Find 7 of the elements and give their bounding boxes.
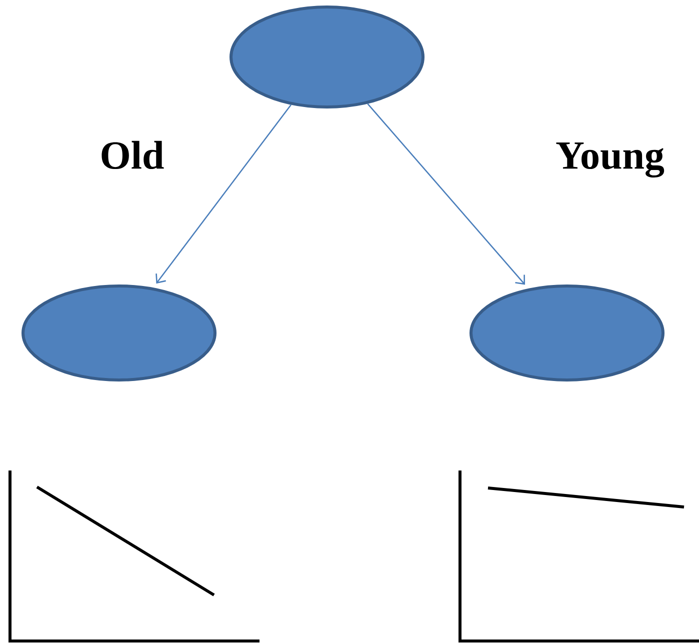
arrow <box>367 103 526 285</box>
ellipse-node <box>230 5 424 108</box>
edge-label: Old <box>102 140 164 170</box>
ellipse-node <box>22 284 216 382</box>
arrow <box>156 104 292 284</box>
edge-label: Young <box>556 142 664 178</box>
ellipse-node <box>470 284 664 382</box>
